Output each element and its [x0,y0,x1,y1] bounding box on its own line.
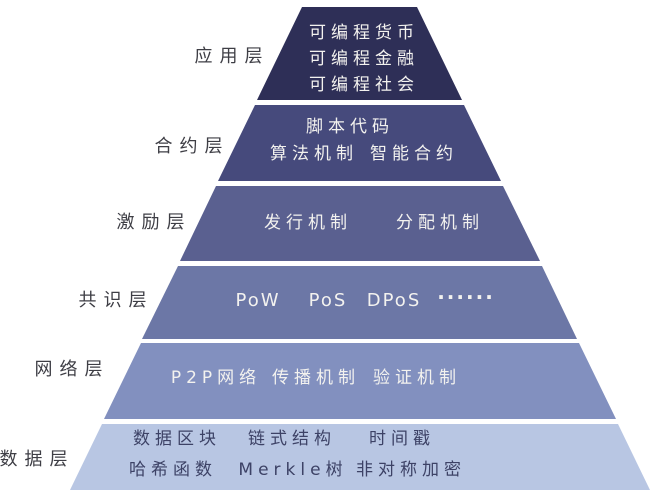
layer-item: 链式结构 [248,429,336,449]
layer-item: 非对称加密 [356,460,466,480]
layer-data-shape [70,424,650,490]
layer-item: PoW [235,290,280,311]
layer-item: 可编程货币 [309,23,419,43]
layer-item: PoS [309,290,348,311]
layer-item: DPoS [367,290,422,311]
layer-label-network: 网络层 [35,359,110,380]
layer-label-application: 应用层 [195,46,270,67]
layer-item: 验证机制 [373,368,461,388]
layer-item: 传播机制 [272,368,360,388]
layer-label-incentive: 激励层 [117,212,192,233]
layer-item-ellipsis: ······ [437,285,495,309]
layer-item: 分配机制 [396,213,484,233]
layer-item: 智能合约 [370,144,458,164]
layer-consensus-shape [142,266,577,339]
layer-label-contract: 合约层 [155,136,230,157]
layer-item: 可编程金融 [309,49,419,69]
layer-application-shape [257,7,462,100]
layer-label-data: 数据层 [0,449,75,470]
layer-label-consensus: 共识层 [79,290,154,311]
layer-item: Merkle树 [238,460,347,480]
layer-item: 算法机制 [270,144,358,164]
layer-contract-shape [218,105,501,181]
layer-item: P2P网络 [171,368,261,388]
layer-item: 发行机制 [264,213,352,233]
layer-incentive-shape [180,186,540,261]
layer-item: 时间戳 [369,429,435,449]
layer-item: 可编程社会 [309,75,419,95]
layer-item: 数据区块 [133,429,221,449]
layer-item: 哈希函数 [129,460,217,480]
layer-item: 脚本代码 [306,117,394,137]
layer-network-shape [104,343,616,419]
